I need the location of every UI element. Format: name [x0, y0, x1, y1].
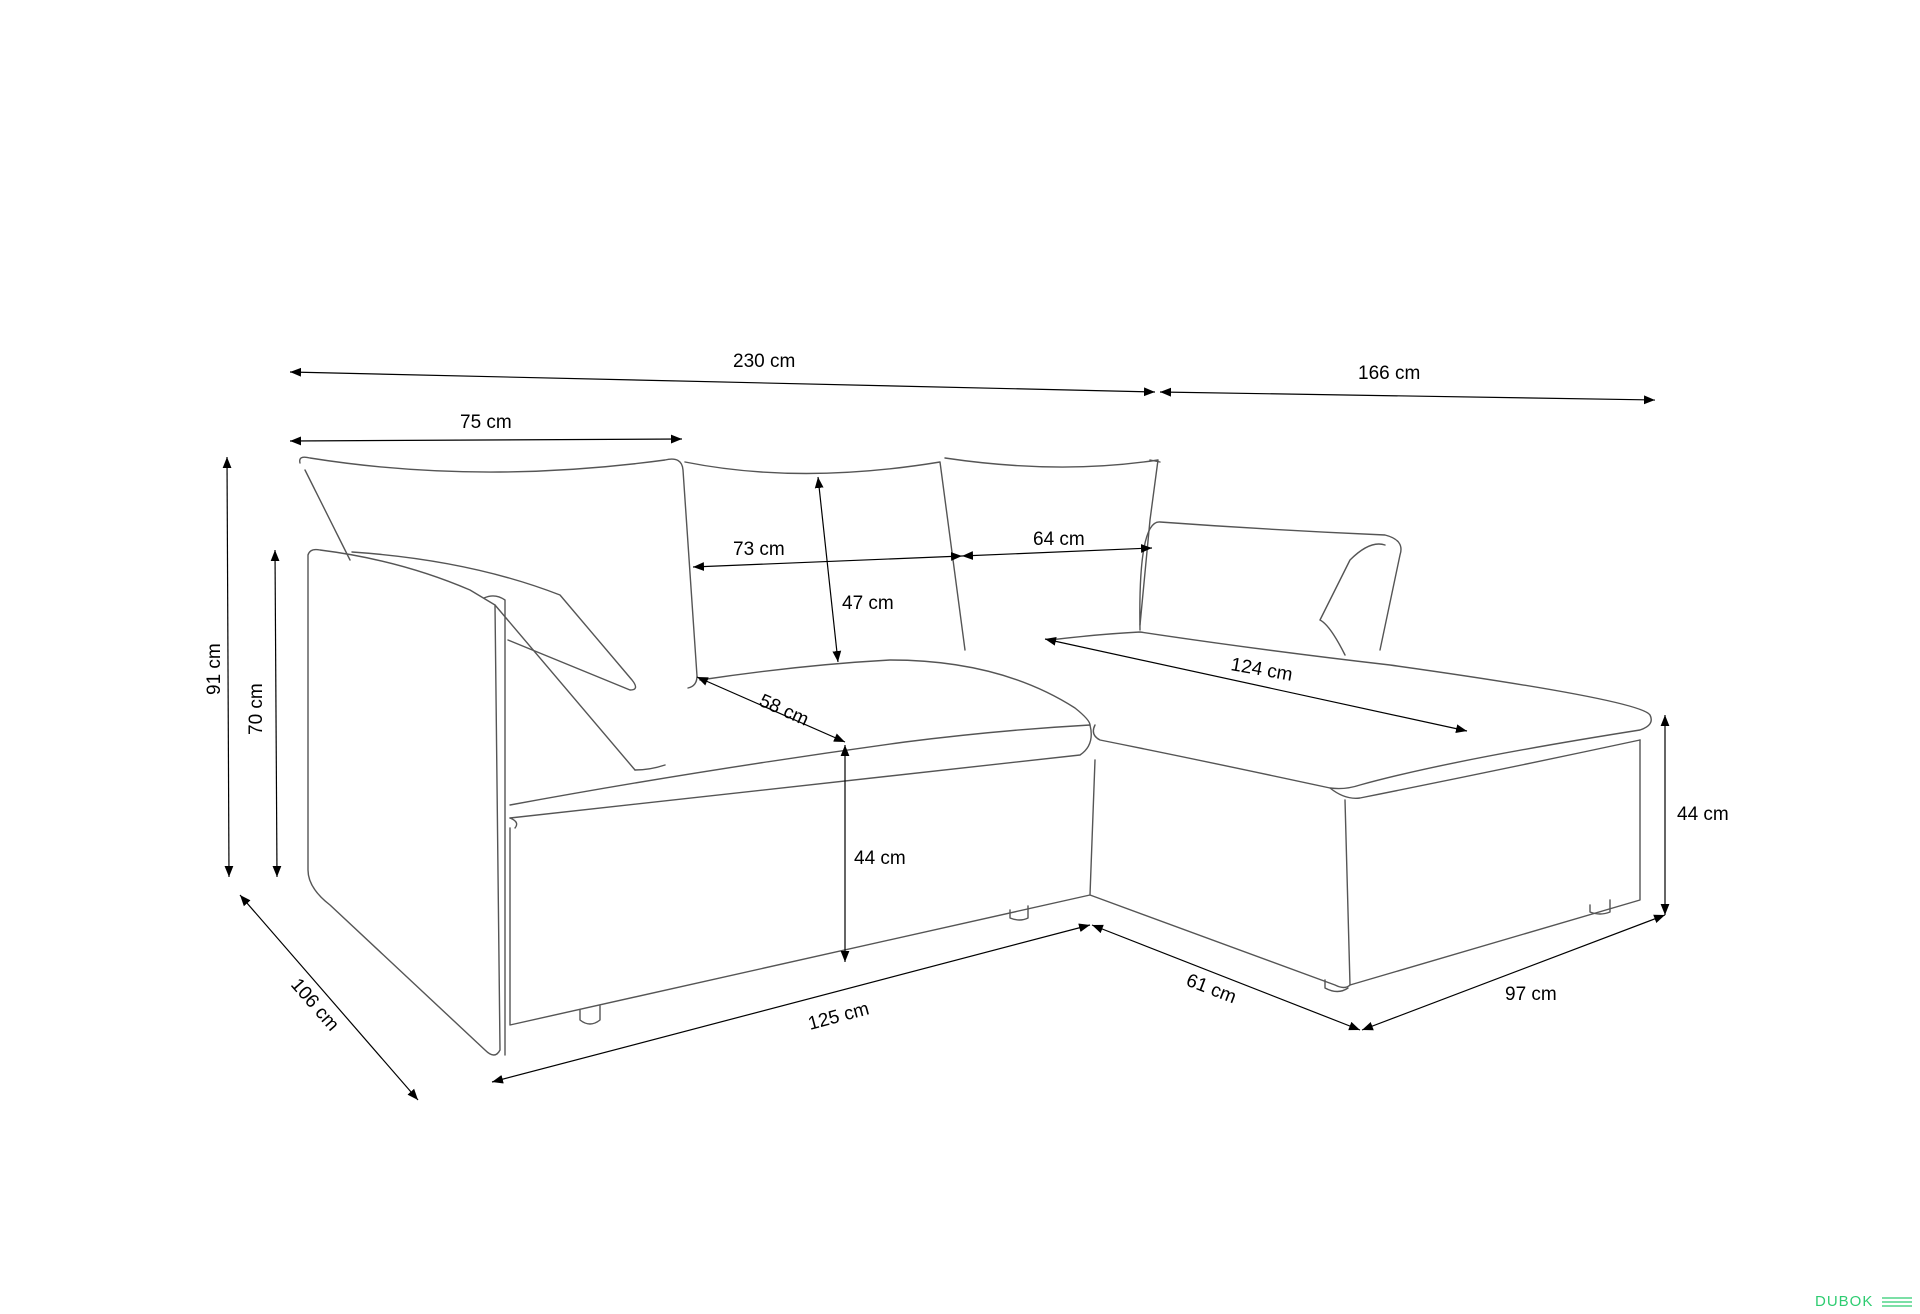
dim-line-97 [1361, 914, 1666, 1031]
dim-line-61 [1091, 924, 1361, 1031]
label-97: 97 cm [1505, 984, 1557, 1005]
label-91: 91 cm [204, 643, 225, 695]
label-73: 73 cm [733, 539, 785, 560]
sofa-outline [299, 456, 1652, 1056]
dim-line-124 [1044, 637, 1468, 733]
label-44-chaise: 44 cm [1677, 804, 1729, 825]
dimension-lines [222, 367, 1670, 1101]
label-61: 61 cm [1183, 970, 1239, 1008]
dim-line-106 [239, 894, 419, 1101]
dim-line-230 [289, 367, 1156, 397]
watermark-text: DUBOK [1815, 1293, 1873, 1310]
label-47: 47 cm [842, 593, 894, 614]
label-58: 58 cm [756, 690, 812, 730]
dim-line-75 [289, 434, 683, 446]
dim-line-125 [491, 923, 1091, 1084]
dim-line-58 [696, 676, 846, 743]
dim-line-64 [961, 544, 1153, 560]
dim-line-70 [270, 549, 282, 878]
dimension-labels: 230 cm 166 cm 75 cm 91 cm 70 cm 73 cm 64… [204, 351, 1729, 1035]
label-166: 166 cm [1358, 363, 1420, 384]
label-106: 106 cm [286, 975, 343, 1036]
label-125: 125 cm [806, 998, 872, 1034]
watermark: DUBOK [1815, 1293, 1912, 1310]
dim-line-166 [1159, 387, 1656, 405]
dim-line-91 [222, 456, 234, 878]
label-75: 75 cm [460, 412, 512, 433]
label-64: 64 cm [1033, 529, 1085, 550]
label-230: 230 cm [733, 351, 795, 372]
label-44-seat: 44 cm [854, 848, 906, 869]
label-70: 70 cm [246, 683, 267, 735]
dim-line-47 [814, 476, 842, 663]
